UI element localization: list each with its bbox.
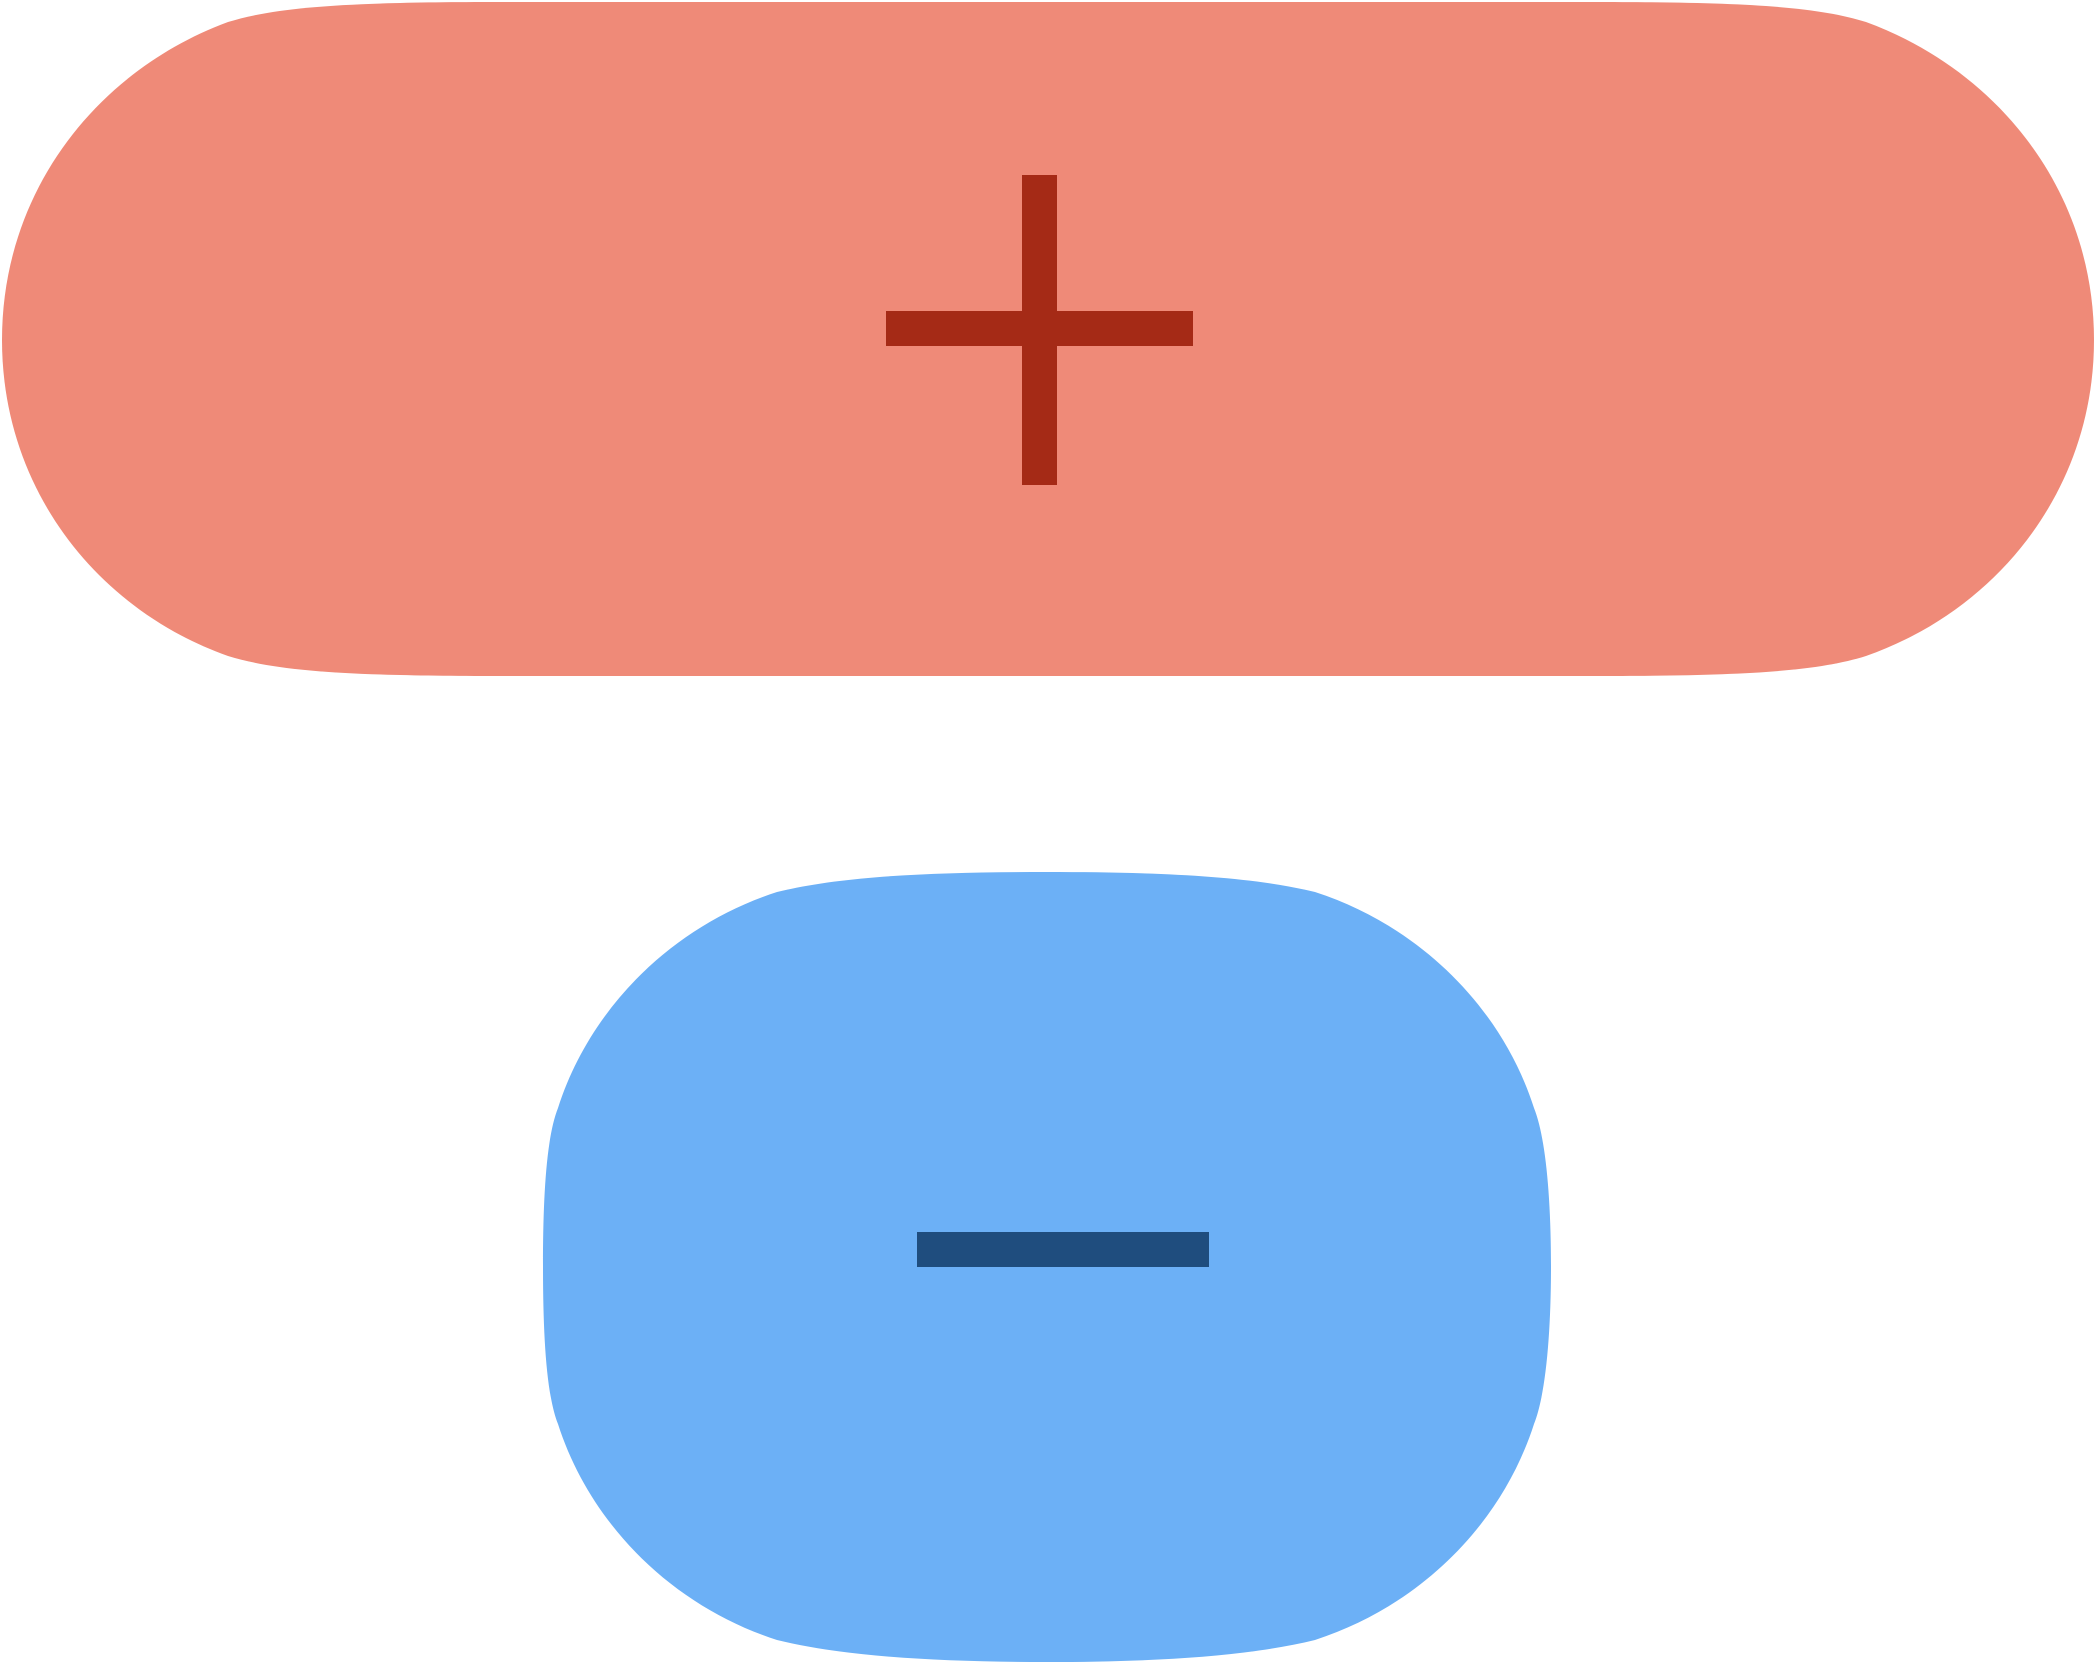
- plus-icon: [886, 175, 1193, 485]
- increment-button-shape: [2, 2, 2094, 676]
- decrement-button[interactable]: [540, 868, 1554, 1666]
- minus-icon: [917, 1232, 1209, 1267]
- increment-button[interactable]: [0, 0, 2096, 678]
- decrement-button-shape: [543, 872, 1551, 1662]
